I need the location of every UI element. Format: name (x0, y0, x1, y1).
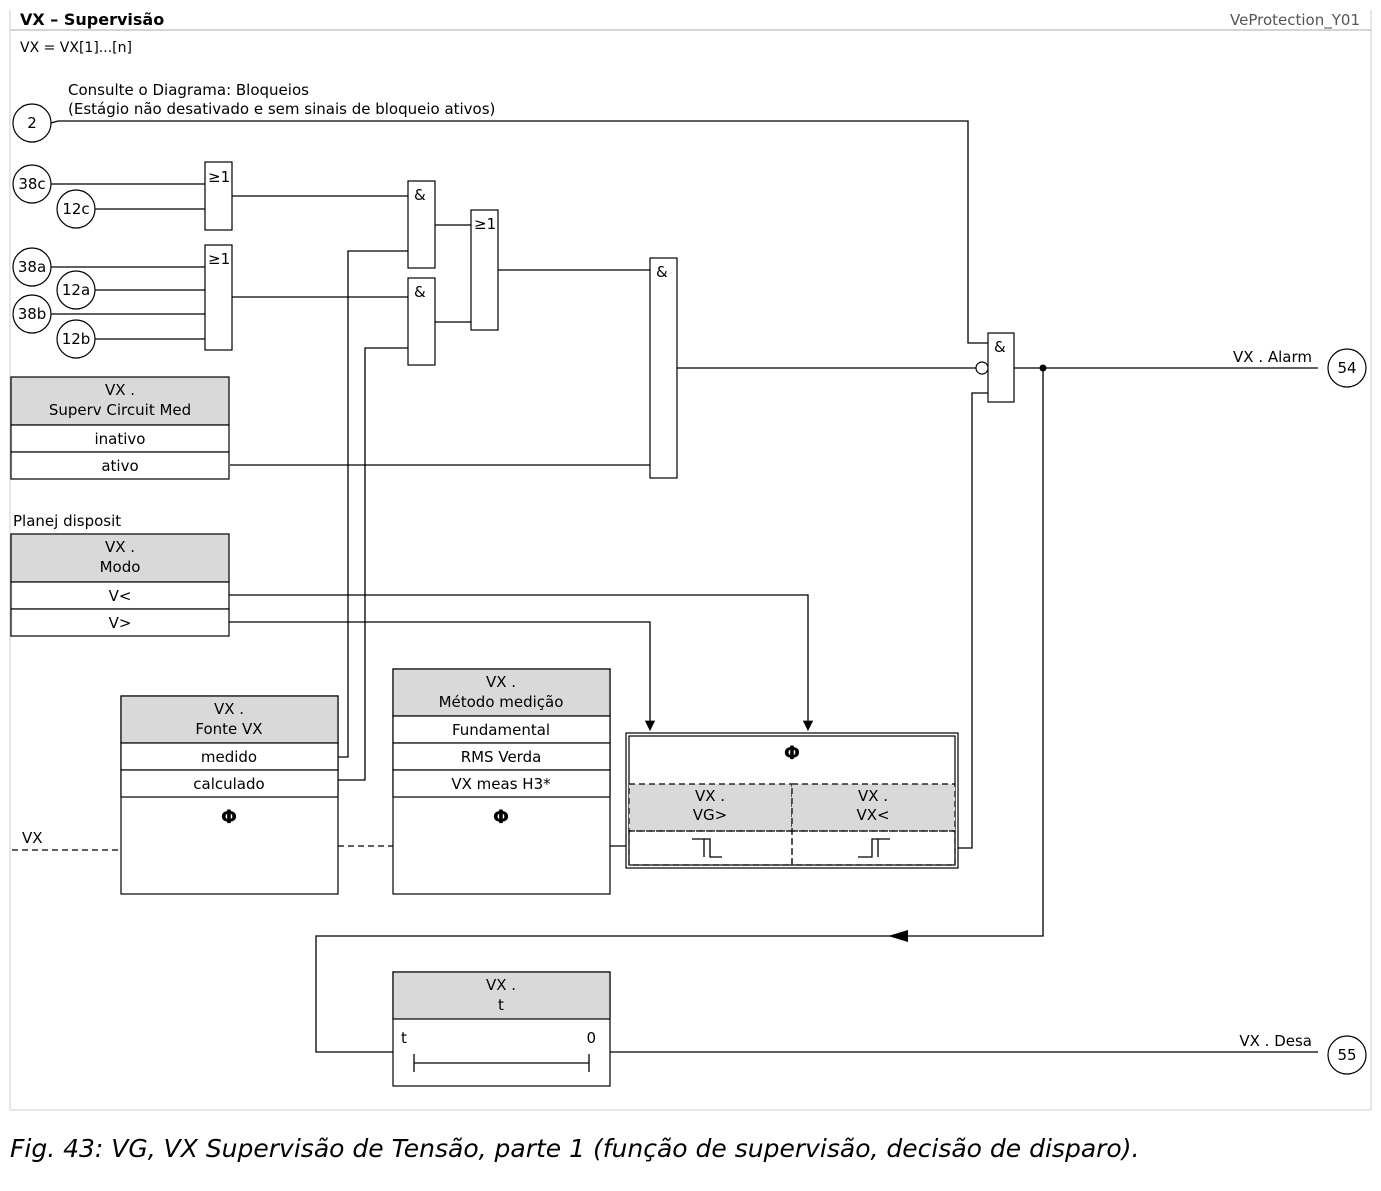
metodo-option-fundamental: Fundamental (452, 721, 550, 739)
vx-input-label: VX (22, 829, 43, 847)
svg-text:38b: 38b (18, 305, 47, 323)
svg-text:VG>: VG> (693, 806, 727, 824)
or-gate-top: ≥1 (204, 161, 233, 231)
vg-threshold-header (628, 783, 793, 832)
svg-text:VX .: VX . (486, 673, 516, 691)
connector-38b: 38b (12, 294, 52, 334)
svg-text:VX .: VX . (695, 787, 725, 805)
ref-note-line2: (Estágio não desativado e sem sinais de … (68, 100, 495, 118)
svg-text:Fonte VX: Fonte VX (195, 720, 262, 738)
svg-text:Método medição: Método medição (439, 693, 564, 711)
and-gate-1: & (407, 180, 436, 269)
svg-text:≥1: ≥1 (208, 168, 230, 186)
svg-text:12b: 12b (62, 330, 91, 348)
superv-circuit-block: VX . Superv Circuit Med inativo ativo (10, 376, 230, 480)
svg-text:54: 54 (1337, 359, 1356, 377)
svg-text:2: 2 (27, 114, 37, 132)
or-gate-middle: ≥1 (204, 244, 233, 351)
svg-text:VX<: VX< (856, 806, 889, 824)
svg-text:0: 0 (586, 1029, 596, 1047)
svg-text:Φ: Φ (221, 806, 237, 828)
fonte-option-medido: medido (201, 748, 257, 766)
superv-option-ativo: ativo (101, 457, 138, 475)
connector-54: 54 (1327, 348, 1367, 388)
ref-note-line1: Consulte o Diagrama: Bloqueios (68, 81, 309, 99)
figure-caption: Fig. 43: VG, VX Supervisão de Tensão, pa… (10, 1134, 1140, 1163)
flow-arrow-icon (888, 930, 908, 942)
svg-text:t: t (401, 1029, 407, 1047)
svg-text:38a: 38a (18, 258, 46, 276)
or-gate-combine: ≥1 (470, 209, 499, 331)
svg-text:&: & (414, 283, 426, 301)
threshold-block: Φ VX . VG> VX . VX< (625, 732, 959, 869)
svg-text:t: t (498, 996, 504, 1014)
svg-text:VX .: VX . (214, 700, 244, 718)
fonte-vx-block: VX . Fonte VX medido calculado Φ (120, 695, 339, 895)
svg-text:12c: 12c (62, 200, 89, 218)
undervoltage-step-icon (858, 838, 890, 858)
svg-text:38c: 38c (18, 175, 45, 193)
connector-38a: 38a (12, 247, 52, 287)
output-alarm-label: VX . Alarm (1233, 348, 1312, 366)
svg-text:VX .: VX . (858, 787, 888, 805)
svg-text:≥1: ≥1 (474, 215, 496, 233)
metodo-medicao-block: VX . Método medição Fundamental RMS Verd… (392, 668, 611, 895)
inverter-circle (975, 361, 989, 375)
overvoltage-step-icon (692, 838, 722, 858)
svg-text:55: 55 (1337, 1046, 1356, 1064)
svg-text:&: & (414, 186, 426, 204)
svg-text:VX .: VX . (105, 538, 135, 556)
timer-block: VX . t t 0 (392, 971, 611, 1087)
connector-12c: 12c (56, 189, 96, 229)
metodo-option-h3: VX meas H3* (451, 775, 551, 793)
svg-text:&: & (656, 263, 668, 281)
connector-12a: 12a (56, 270, 96, 310)
svg-text:VX .: VX . (105, 381, 135, 399)
svg-text:Superv Circuit Med: Superv Circuit Med (49, 401, 191, 419)
svg-text:&: & (994, 338, 1006, 356)
connector-12b: 12b (56, 319, 96, 359)
connector-55: 55 (1327, 1035, 1367, 1075)
superv-option-inativo: inativo (95, 430, 146, 448)
fonte-option-calculado: calculado (193, 775, 264, 793)
svg-text:Modo: Modo (100, 558, 141, 576)
connector-2: 2 (12, 103, 52, 143)
diagram-title: VX – Supervisão (20, 10, 164, 29)
svg-text:VX .: VX . (486, 976, 516, 994)
planej-disposit-label: Planej disposit (13, 512, 121, 530)
and-gate-2: & (407, 277, 436, 366)
diagram-subtitle: VX = VX[1]...[n] (20, 40, 132, 56)
svg-text:12a: 12a (62, 281, 90, 299)
output-desa-label: VX . Desa (1239, 1032, 1312, 1050)
diagram-ref: VeProtection_Y01 (1230, 11, 1360, 30)
svg-text:≥1: ≥1 (208, 250, 230, 268)
modo-option-vhigh: V> (109, 614, 132, 632)
modo-option-vlow: V< (109, 587, 132, 605)
metodo-option-rms: RMS Verda (461, 748, 542, 766)
and-gate-main: & (649, 257, 678, 479)
modo-block: VX . Modo V< V> (10, 533, 230, 637)
vx-threshold-header (791, 783, 956, 832)
connector-38c: 38c (12, 164, 52, 204)
svg-text:Φ: Φ (784, 742, 800, 764)
svg-text:Φ: Φ (493, 806, 509, 828)
